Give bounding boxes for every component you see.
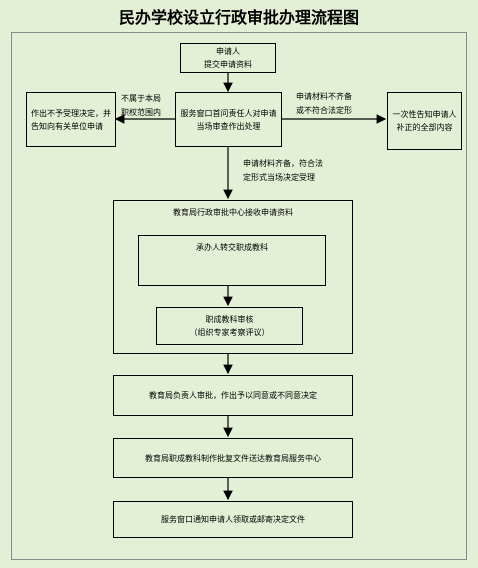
label-incomplete: 申请材料不齐备 或不符合法定形 xyxy=(296,92,352,115)
node-notify-supplement: 一次性告知申请人补正的全部内容 xyxy=(387,92,462,150)
node-window-review: 服务窗口首问责任人对申请当场审查作出处理 xyxy=(175,92,282,147)
node-notify-pickup: 服务窗口通知申请人领取或邮寄决定文件 xyxy=(113,501,353,538)
node-transfer: 承办人转交职成教科 xyxy=(138,235,326,286)
node-reject: 作出不予受理决定，并告知向有关单位申请 xyxy=(26,92,116,147)
node-audit: 职成教科审核 （组织专家考察评议） xyxy=(156,307,303,345)
node-applicant: 申请人 提交申请资料 xyxy=(180,43,276,73)
node-make-reply: 教育局职成教科制作批复文件送达教育局服务中心 xyxy=(113,438,353,478)
diagram-frame xyxy=(11,32,467,560)
node-center-receive: 教育局行政审批中心接收申请资料 xyxy=(113,200,353,354)
label-complete: 申请材料齐备，符合法 定形式当场决定受理 xyxy=(243,159,323,182)
label-out-of-scope: 不属于本局 职权范围内 xyxy=(121,94,161,117)
node-director-approve: 教育局负责人审批，作出予以同意或不同意决定 xyxy=(113,375,353,416)
page-title: 民办学校设立行政审批办理流程图 xyxy=(118,8,359,27)
